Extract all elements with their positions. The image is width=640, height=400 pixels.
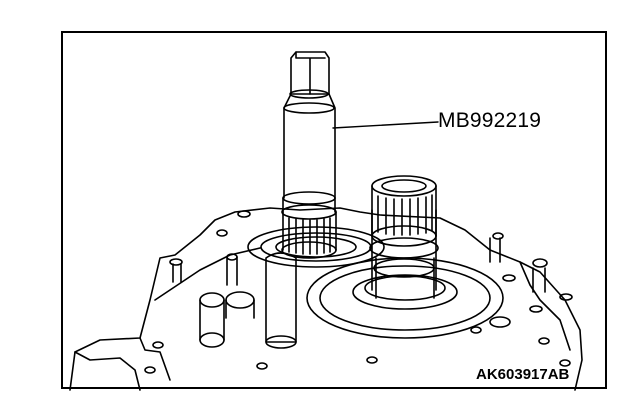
special-tool-icon	[281, 51, 337, 259]
callout-leader-line	[332, 121, 439, 129]
transmission-case-icon	[69, 207, 583, 391]
figure-id-label: AK603917AB	[476, 366, 570, 383]
tool-callout-label: MB992219	[438, 109, 542, 132]
